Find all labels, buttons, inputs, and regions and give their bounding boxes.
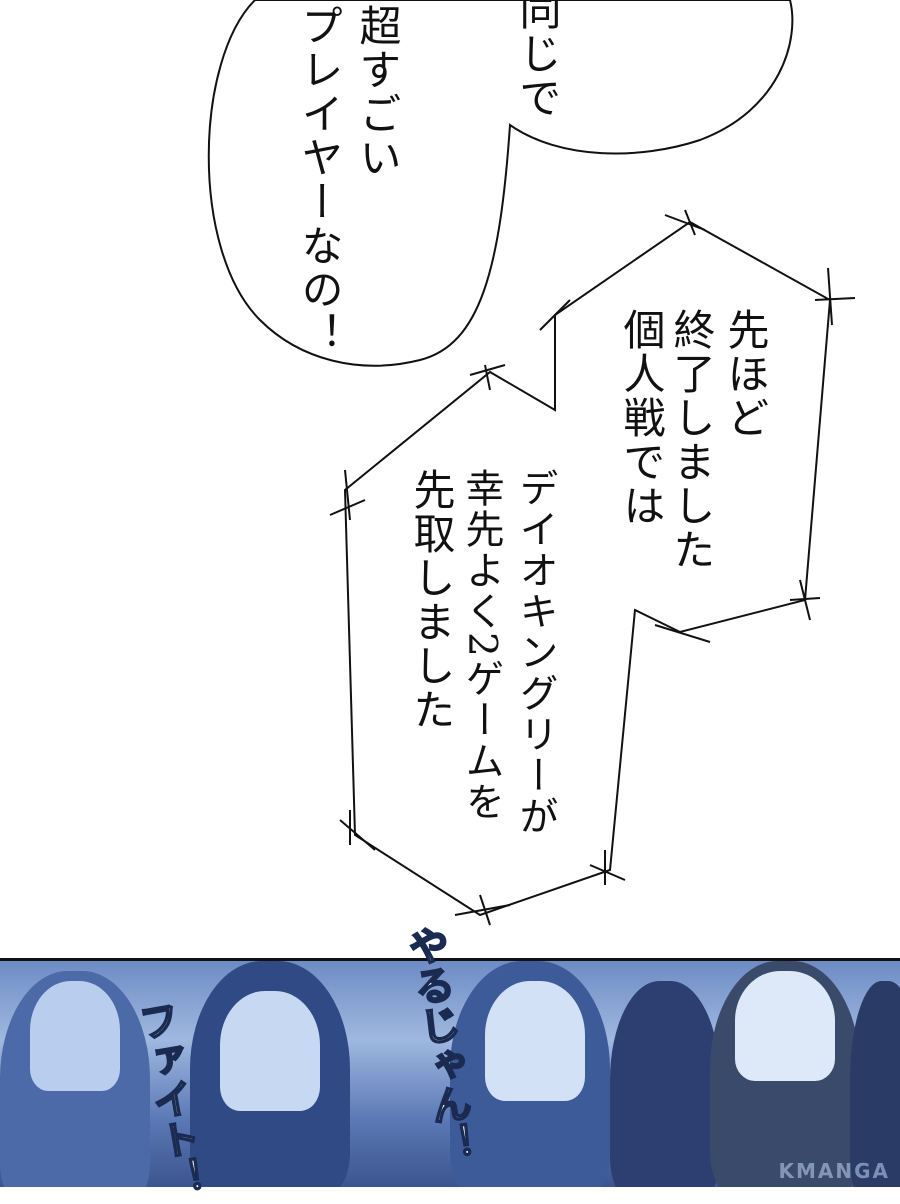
speech-bubble — [207, 0, 794, 367]
box-line-3: 個人戦では — [617, 308, 666, 528]
box-line-1: 先ほど — [721, 308, 770, 440]
watermark: KMANGA — [778, 1159, 890, 1183]
box-line-2: 終了しました — [667, 308, 716, 572]
crowd-panel: KMANGA — [0, 958, 900, 1187]
face — [220, 991, 320, 1111]
box-corner-marks — [329, 209, 856, 926]
figure — [850, 981, 900, 1187]
bubble-line-3: プレイヤーなの！ — [295, 4, 344, 356]
face — [485, 981, 585, 1101]
bubble-line-2: 超すごい — [353, 4, 402, 180]
box-line-5: 幸先よく2ゲームを — [459, 468, 504, 823]
face — [30, 981, 120, 1091]
bubble-line-1: 同じで — [513, 0, 562, 120]
box-line-4: デイオキングリーが — [513, 468, 558, 837]
face — [735, 971, 835, 1081]
box-line-6: 先取しました — [407, 468, 456, 732]
figure — [610, 981, 720, 1187]
